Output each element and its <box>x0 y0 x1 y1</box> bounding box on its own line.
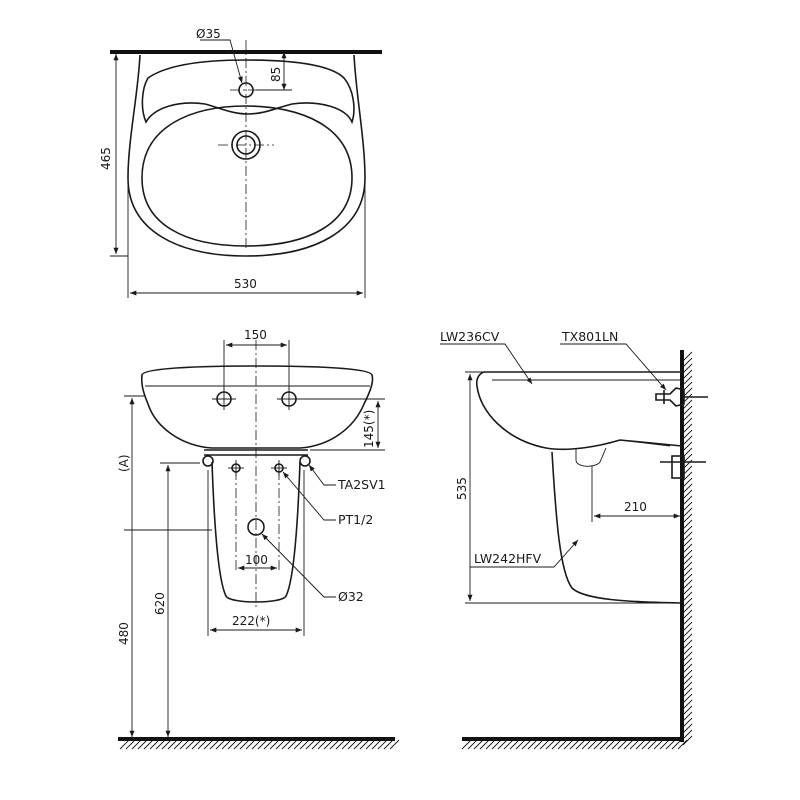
top-view: Ø35 85 465 530 <box>99 27 382 298</box>
side-view: 535 210 LW236CV TX801LN LW242HFV <box>440 329 708 750</box>
faucet-spacing-label: 150 <box>244 328 267 342</box>
basin-bowl-top <box>141 105 353 247</box>
faucet-drop-label: 145(*) <box>362 410 376 448</box>
faucet-hole-left <box>212 388 236 410</box>
hole-diameter-label: Ø35 <box>196 27 221 41</box>
basin-outline-top <box>127 54 366 257</box>
basin-model-label: LW236CV <box>440 329 500 344</box>
bracket-bolt-left <box>202 455 214 467</box>
pedestal-side <box>551 451 681 604</box>
drain-diameter-label: Ø32 <box>338 589 364 604</box>
drain-spacing-label: 100 <box>245 553 268 567</box>
basin-outline-front <box>140 365 374 449</box>
width-label-top: 530 <box>234 277 257 291</box>
pedestal-height-label: 480 <box>117 622 131 645</box>
overall-height-label: (A) <box>117 454 131 472</box>
front-view: 150 145(*) (A) 480 620 100 222(*) TA2SV1… <box>117 328 400 750</box>
fitting-model-label: TX801LN <box>561 329 618 344</box>
faucet-hole-right <box>277 388 301 410</box>
height-label-side: 535 <box>455 477 469 500</box>
wall-offset-label: 210 <box>624 500 647 514</box>
wall-fitting-icon <box>655 387 708 407</box>
wall-bracket-side <box>671 455 685 479</box>
height-label-top: 465 <box>99 147 113 170</box>
drain-height-label: 620 <box>153 592 167 615</box>
wall-hatch-side <box>682 351 693 746</box>
bracket-label: TA2SV1 <box>337 477 386 492</box>
bracket-bolt-right <box>299 455 311 467</box>
hole-offset-label: 85 <box>269 67 283 82</box>
pipe-label: PT1/2 <box>338 512 373 527</box>
pedestal-model-label: LW242HFV <box>474 551 542 566</box>
basin-rim-top <box>141 59 355 125</box>
basin-side <box>475 371 683 451</box>
floor-hatch-front <box>119 739 400 750</box>
floor-hatch-side <box>461 739 688 750</box>
pedestal-width-label: 222(*) <box>232 614 270 628</box>
